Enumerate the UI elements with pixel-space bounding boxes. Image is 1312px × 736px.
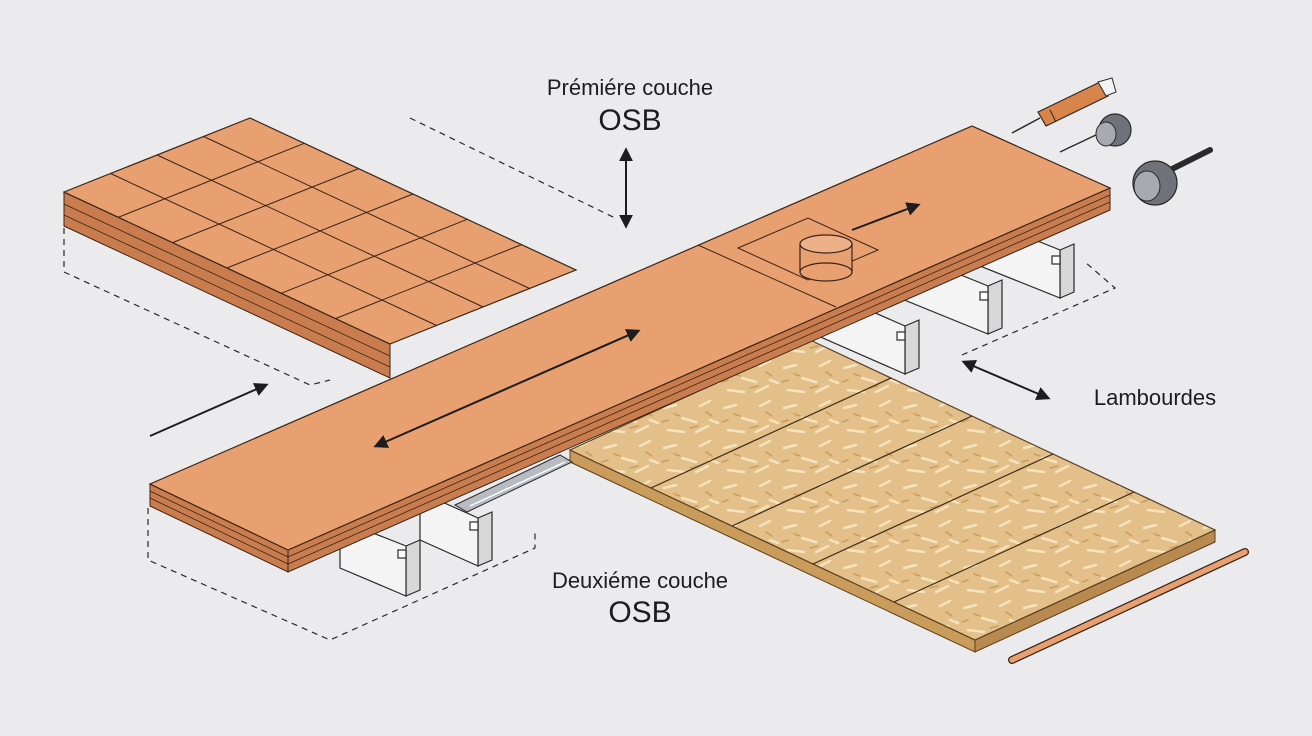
bottom-label-line2: OSB [608, 596, 672, 629]
bottom-label-line1: Deuxiéme couche [551, 568, 729, 593]
utility-knife-icon [1011, 77, 1117, 134]
fitting-arrow [851, 202, 921, 231]
panel-length-arrow [373, 329, 641, 448]
joist-left-1 [419, 491, 493, 567]
small-roller-icon [1059, 113, 1132, 153]
top-label-line2: OSB [598, 104, 662, 137]
metal-channel [453, 454, 574, 513]
dashed-guides [63, 117, 1117, 641]
insert-arrow [149, 383, 269, 437]
joist-spacing-arrow [961, 359, 1051, 401]
seam-roller-icon [1132, 147, 1213, 206]
wood-strip-icon [1008, 548, 1249, 664]
round-fitting [799, 234, 853, 282]
first-layer-grid-panel [62, 117, 578, 379]
arrows [149, 147, 1051, 448]
right-label: Lambourdes [1093, 385, 1217, 410]
top-label-line1: Prémiére couche [546, 75, 714, 100]
